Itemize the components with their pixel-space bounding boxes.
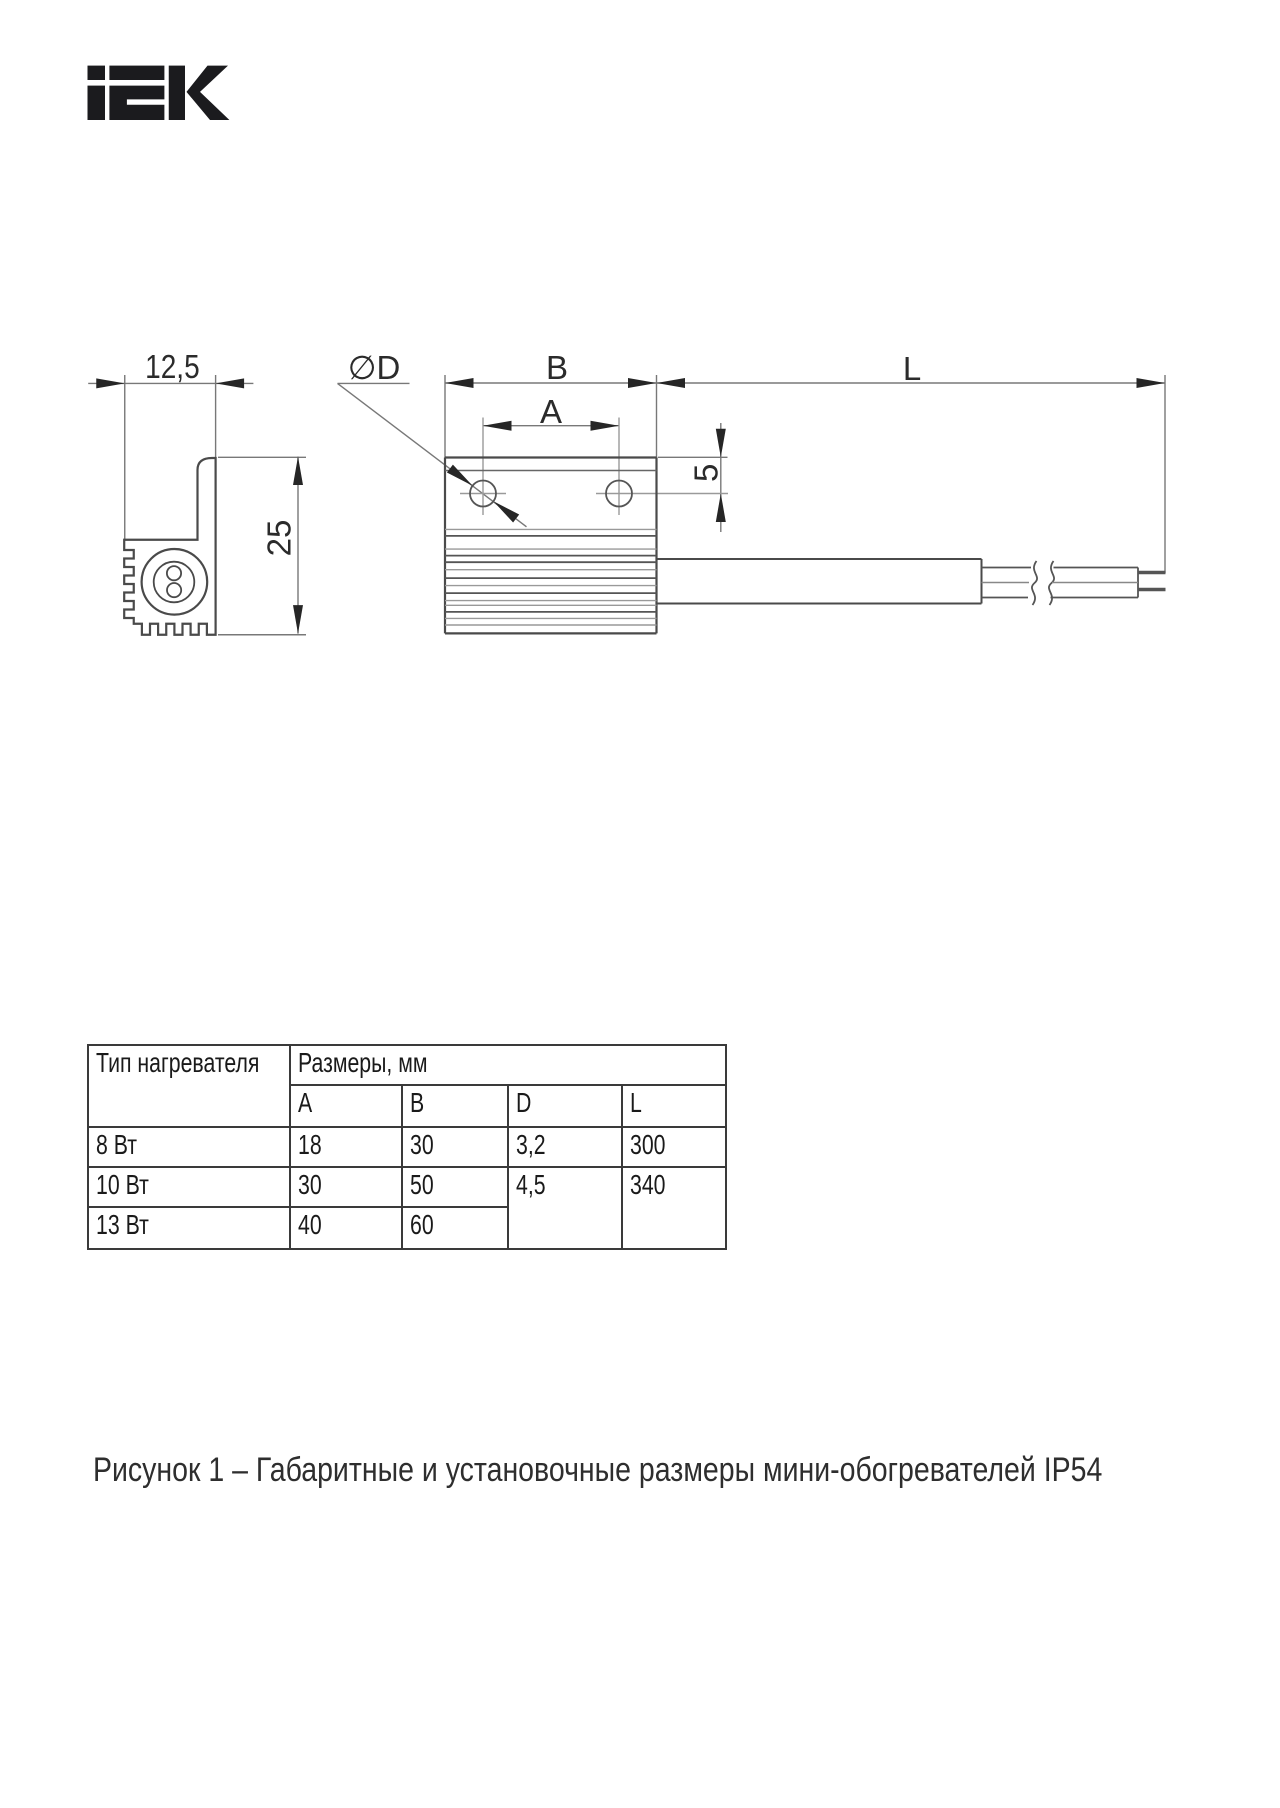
svg-text:25: 25 [261,520,298,557]
svg-text:L: L [903,350,921,387]
svg-text:A: A [540,393,562,430]
svg-text:B: B [546,349,568,386]
svg-text:12,5: 12,5 [145,348,200,385]
svg-text:∅D: ∅D [348,349,401,386]
svg-text:5: 5 [688,464,725,482]
